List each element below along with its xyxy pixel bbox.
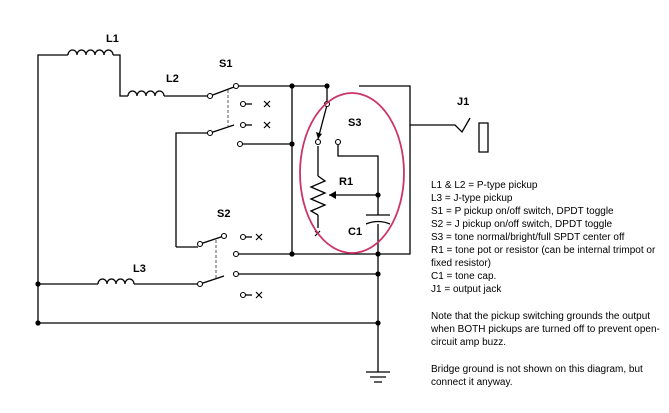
junction-dot: [324, 83, 330, 89]
s2-blade-top: [199, 235, 225, 245]
legend-line: L1 & L2 = P-type pickup: [431, 180, 538, 191]
s2-pole-contact-top: [196, 240, 204, 248]
c1-plate-bottom: [365, 220, 391, 225]
legend-line: L3 = J-type pickup: [431, 193, 513, 204]
junction-dot: [289, 141, 295, 147]
s2-contact-bus: [232, 250, 240, 258]
s1-label: S1: [219, 58, 233, 70]
legend-line: S1 = P pickup on/off switch, DPDT toggle: [431, 206, 614, 217]
s2-contact-off-bottom: [239, 291, 247, 299]
s3-blade-arrow: [316, 132, 322, 139]
junction-dot: [375, 271, 381, 277]
l2-label: L2: [166, 73, 179, 85]
junction-dot: [375, 192, 381, 198]
s2-blade-bottom: [199, 275, 225, 285]
j1-label: J1: [457, 96, 470, 108]
s3-bright-wire: [337, 144, 379, 215]
r1-wiper-arrow: [329, 191, 336, 199]
l2-coil: [127, 90, 165, 97]
junction-dot: [35, 281, 41, 287]
s1-blade-top: [209, 86, 235, 97]
s1-contact-on-bottom: [239, 121, 247, 129]
jack-tip-wire: [359, 85, 471, 134]
junction-dot: [375, 320, 381, 326]
no-connect-mark: [263, 100, 271, 108]
legend-line: R1 = tone pot or resistor (can be intern…: [431, 245, 656, 269]
note-paragraph: Bridge ground is not shown on this diagr…: [431, 364, 643, 388]
s3-label: S3: [348, 117, 362, 129]
l1-to-l2-wire: [113, 54, 128, 97]
output-bus: [238, 125, 411, 255]
note-paragraph: Note that the pickup switching grounds t…: [431, 311, 660, 348]
junction-dot: [375, 251, 381, 257]
r1-label: R1: [339, 176, 354, 188]
no-connect-mark: [255, 233, 263, 241]
s1-contact-off-top: [239, 100, 247, 108]
s1-blade-bottom: [209, 124, 235, 134]
s3-contact-b: [334, 138, 342, 146]
legend-line: S3 = tone normal/bright/full SPDT center…: [431, 232, 625, 243]
c1-label: C1: [348, 226, 363, 238]
no-connect-mark: [255, 291, 263, 299]
top-bus-wire: [236, 85, 328, 102]
s1-contact-on-top: [232, 82, 240, 90]
legend-line: C1 = tone cap.: [431, 271, 497, 282]
tone-section-highlight: [299, 92, 405, 254]
s1-pole-wire: [175, 132, 208, 247]
r1-resistor: [309, 175, 327, 216]
l3-label: L3: [133, 263, 146, 275]
legend-line: J1 = output jack: [431, 284, 502, 295]
legend-notes: L1 & L2 = P-type pickup L3 = J-type pick…: [431, 179, 667, 389]
s2-contact-off-top: [239, 233, 247, 241]
s1-pole-contact-bottom: [206, 129, 214, 137]
junction-dot: [289, 251, 295, 257]
l1-coil: [67, 49, 114, 56]
no-connect-mark: [263, 121, 271, 129]
legend-line: S2 = J pickup on/off switch, DPDT toggle: [431, 219, 613, 230]
s2-contact-on-top: [220, 232, 228, 240]
s2-contact-gnd: [232, 270, 240, 278]
ground-symbol: [366, 371, 390, 383]
s1-contact-gnd: [236, 140, 244, 148]
junction-dot: [35, 320, 41, 326]
left-ground-wire: [37, 54, 68, 323]
junction-dot: [289, 83, 295, 89]
l1-label: L1: [106, 33, 119, 45]
s2-label: S2: [217, 208, 231, 220]
l3-coil: [97, 278, 135, 285]
s1-pole-contact-top: [206, 92, 214, 100]
s2-pole-contact-bottom: [196, 280, 204, 288]
s3-contact-a: [314, 138, 322, 146]
jack-sleeve: [478, 122, 489, 153]
